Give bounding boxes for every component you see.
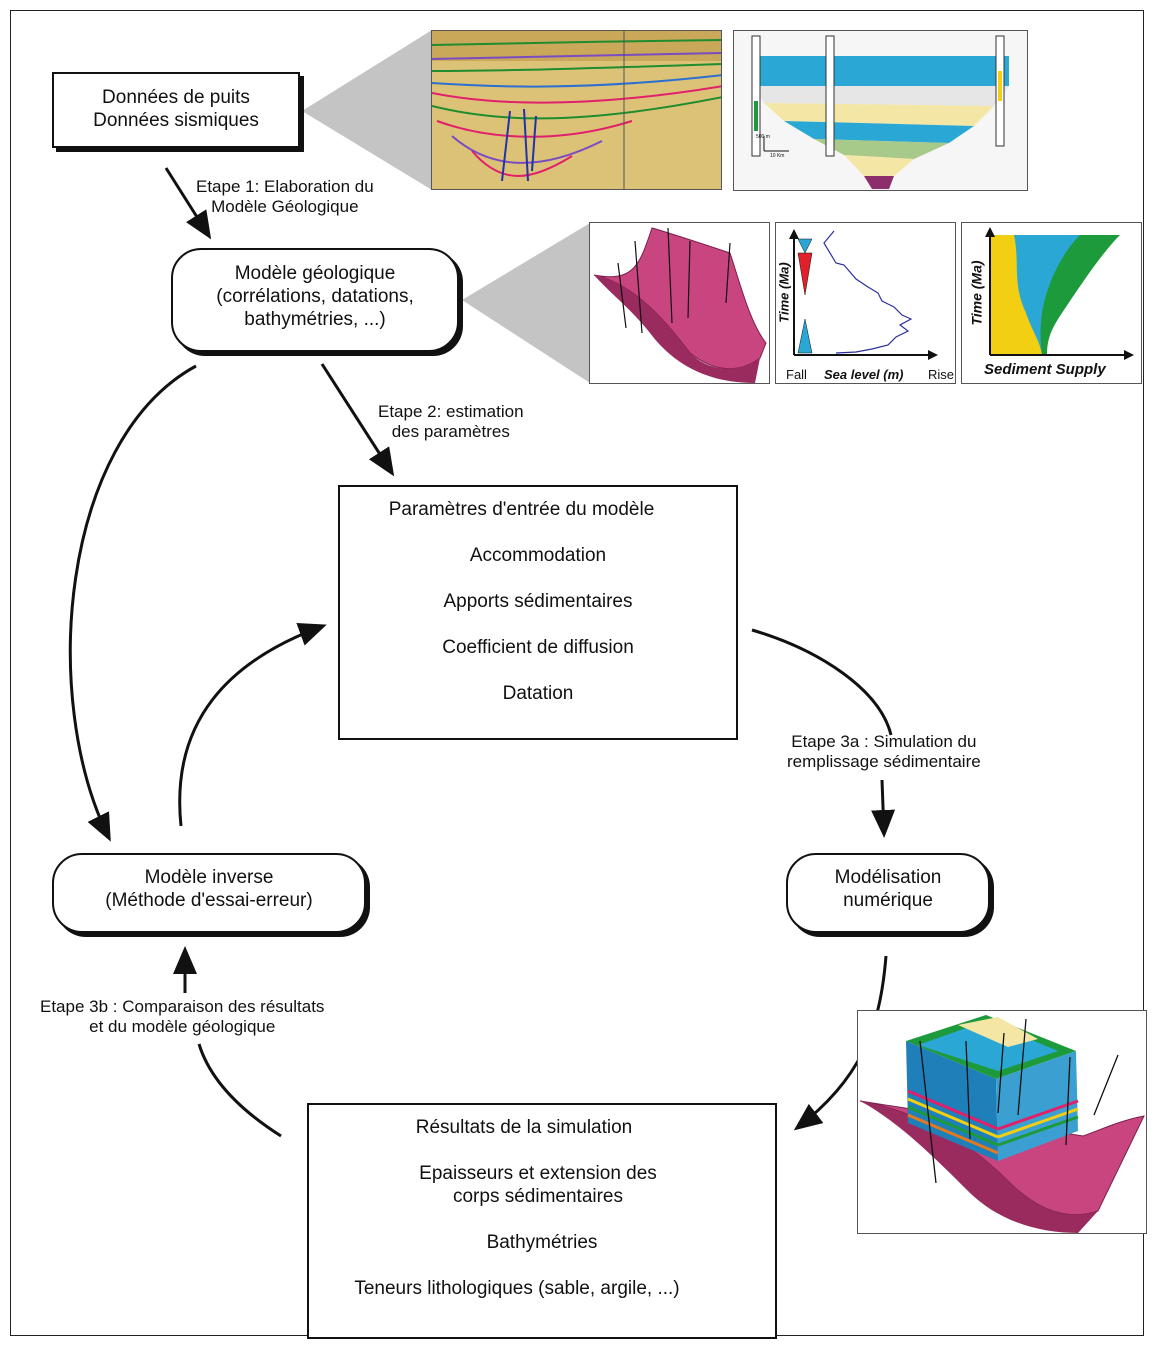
step2-line-2: des paramètres bbox=[391, 422, 510, 441]
sea-level-chart: Time (Ma) Fall Sea level (m) Rise bbox=[775, 222, 956, 384]
step1-label: Etape 1: Elaboration du Modèle Géologiqu… bbox=[196, 177, 374, 217]
sea-level-graphic bbox=[789, 229, 938, 360]
results-item-bathymetry: Bathymétries bbox=[486, 1232, 598, 1253]
step2-line-1: Etape 2: estimation bbox=[378, 402, 524, 421]
step3a-label: Etape 3a : Simulation du remplissage séd… bbox=[787, 732, 981, 772]
surface-graphic bbox=[593, 227, 767, 383]
block-graphic bbox=[859, 1015, 1145, 1233]
step1-line-2: Modèle Géologique bbox=[211, 197, 359, 216]
numerical-line-1: Modélisation bbox=[834, 867, 942, 888]
data-line-seismic: Données sismiques bbox=[93, 110, 259, 131]
arrow-step3a-down bbox=[871, 779, 896, 838]
data-line-wells: Données de puits bbox=[102, 87, 250, 108]
param-sediment-supply: Apports sédimentaires bbox=[443, 591, 633, 612]
curve-params-to-sim bbox=[751, 628, 893, 736]
arrow-step2 bbox=[320, 363, 395, 477]
correlation-graphic bbox=[734, 31, 1027, 190]
step2-label: Etape 2: estimation des paramètres bbox=[378, 402, 524, 442]
param-accommodation: Accommodation bbox=[469, 545, 607, 566]
scale-vertical-label: 500 m bbox=[756, 134, 770, 140]
input-parameters-box: Paramètres d'entrée du modèle Accommodat… bbox=[338, 485, 738, 740]
params-title: Paramètres d'entrée du modèle bbox=[388, 499, 655, 520]
step3b-label: Etape 3b : Comparaison des résultats et … bbox=[40, 997, 324, 1037]
arrow-step1 bbox=[164, 167, 212, 240]
seismic-section-image bbox=[431, 30, 722, 190]
inverse-line-2: (Méthode d'essai-erreur) bbox=[105, 890, 313, 911]
results-item-1b: corps sédimentaires bbox=[452, 1186, 624, 1207]
step3a-line-1: Etape 3a : Simulation du bbox=[791, 732, 977, 751]
simulation-results-box: Résultats de la simulation Epaisseurs et… bbox=[307, 1103, 777, 1339]
inverse-model-box: Modèle inverse (Méthode d'essai-erreur) bbox=[52, 853, 366, 933]
seismic-graphic bbox=[432, 31, 721, 189]
scale-horizontal-label: 10 Km bbox=[770, 153, 785, 159]
step3b-line-2: et du modèle géologique bbox=[89, 1017, 276, 1036]
numerical-model-box: Modélisation numérique bbox=[786, 853, 990, 933]
geo-model-line-1: Modèle géologique bbox=[234, 263, 396, 284]
sediment-ylabel: Time (Ma) bbox=[968, 260, 985, 326]
correlation-section-image: 500 m 10 Km bbox=[733, 30, 1028, 191]
step1-line-1: Etape 1: Elaboration du bbox=[196, 177, 374, 196]
param-dating: Datation bbox=[502, 683, 574, 704]
results-title: Résultats de la simulation bbox=[415, 1117, 633, 1138]
sediment-supply-chart: Time (Ma) Sediment Supply bbox=[961, 222, 1142, 384]
curve-geo-to-inverse bbox=[68, 364, 197, 842]
simulation-block-3d bbox=[857, 1010, 1147, 1234]
geo-model-line-2: (corrélations, datations, bbox=[216, 286, 414, 307]
sea-level-rise-label: Rise bbox=[928, 367, 955, 382]
results-item-lithology: Teneurs lithologiques (sable, argile, ..… bbox=[354, 1278, 680, 1299]
curve-inverse-to-params bbox=[178, 622, 327, 827]
inverse-line-1: Modèle inverse bbox=[144, 867, 274, 888]
geological-surface-3d bbox=[589, 222, 770, 384]
curve-results-to-inverse bbox=[197, 1043, 282, 1138]
data-input-box: Données de puits Données sismiques bbox=[52, 72, 300, 148]
sediment-xlabel: Sediment Supply bbox=[984, 361, 1106, 378]
param-diffusion: Coefficient de diffusion bbox=[442, 637, 634, 658]
sea-level-xlabel: Sea level (m) bbox=[824, 367, 904, 382]
sediment-graphic bbox=[985, 227, 1134, 360]
geological-model-box: Modèle géologique (corrélations, datatio… bbox=[171, 248, 459, 352]
geo-model-line-3: bathymétries, ...) bbox=[244, 309, 386, 330]
step3b-line-1: Etape 3b : Comparaison des résultats bbox=[40, 997, 325, 1016]
sea-level-ylabel: Time (Ma) bbox=[776, 262, 792, 323]
sea-level-fall-label: Fall bbox=[786, 367, 807, 382]
numerical-line-2: numérique bbox=[843, 890, 933, 911]
step3a-line-2: remplissage sédimentaire bbox=[787, 752, 981, 771]
callout-wedge-model bbox=[462, 223, 590, 383]
callout-wedge-data bbox=[302, 30, 432, 190]
results-item-1a: Epaisseurs et extension des bbox=[419, 1163, 657, 1184]
